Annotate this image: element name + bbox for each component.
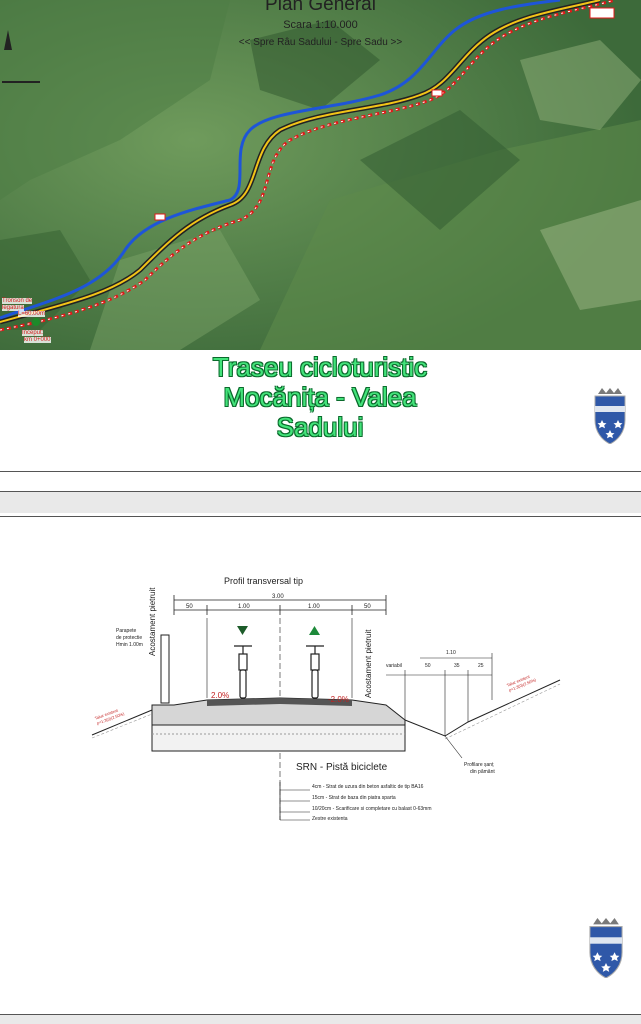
dim-side-total: 1.10 [446,650,456,656]
dim-side-35: 35 [454,663,460,669]
coat-of-arms-icon [594,388,626,444]
slide-gap [0,491,641,513]
parapet-label-3: Hmin 1.00m [116,642,143,648]
dim-total: 3.00 [272,594,284,600]
slide-title-line1: Traseu cicloturistic [212,352,428,382]
slide-title: Traseu cicloturistic Mocănița - Valea Sa… [150,352,490,442]
acostament-right: Acostament pietruit [364,629,373,698]
cross-section-drawing: Profil transversal tip 3.00 50 1.00 1.00… [0,520,641,940]
map-scale: Scara 1:10.000 [283,19,358,31]
coat-of-arms-icon [589,918,623,978]
start-label-b: legatura [2,305,24,311]
start-label-km: km 0+000 [24,337,51,343]
dim-left: 50 [186,604,193,610]
profilare-2: din pământ [470,769,495,775]
bicycle-icon-left [234,645,252,699]
parapet-label-2: de protectie [116,635,143,641]
slope-right: -2.0% [328,695,349,704]
map-canvas [0,0,641,350]
slide-border [0,1014,641,1015]
section-title: SRN - Pistă biciclete [296,762,388,773]
aerial-map: Plan General Scara 1:10.000 << Spre Râu … [0,0,641,350]
start-label-len: L=60.00m [18,311,45,317]
profile-title: Profil transversal tip [224,576,304,586]
dim-side-50: 50 [425,663,431,669]
cross-section-svg [91,595,561,821]
slide-title-line3: Sadului [276,412,364,442]
dim-variabil: variabil [386,663,402,669]
slide-border [0,516,641,517]
slope-left: 2.0% [211,691,230,700]
layer-3: 10/20cm - Scarificare si completare cu b… [312,806,432,812]
dim-lane-left: 1.00 [238,604,250,610]
slide-border [0,471,641,472]
layer-1: 4cm - Strat de uzura din beton asfaltic … [312,784,424,790]
acostament-left: Acostament pietruit [148,587,157,656]
parapet-label-1: Parapete [116,628,137,634]
layer-4: Zestre existenta [312,816,348,822]
bicycle-icon-right [306,645,324,699]
layer-2: 15cm - Strat de baza din piatra sparta [312,795,396,801]
start-label-a: Tronson de [2,298,33,304]
map-title: Plan General [265,0,376,15]
slide-title-line2: Mocănița - Valea [223,382,417,412]
start-label-inceput: Inceput: [22,330,44,336]
slide-border [0,491,641,492]
dim-lane-right: 1.00 [308,604,320,610]
slide-gap [0,1015,641,1024]
map-direction: << Spre Râu Sadului - Spre Sadu >> [238,37,403,48]
dim-right: 50 [364,604,371,610]
dim-side-25: 25 [478,663,484,669]
profilare-1: Profilare șanț [464,762,494,768]
